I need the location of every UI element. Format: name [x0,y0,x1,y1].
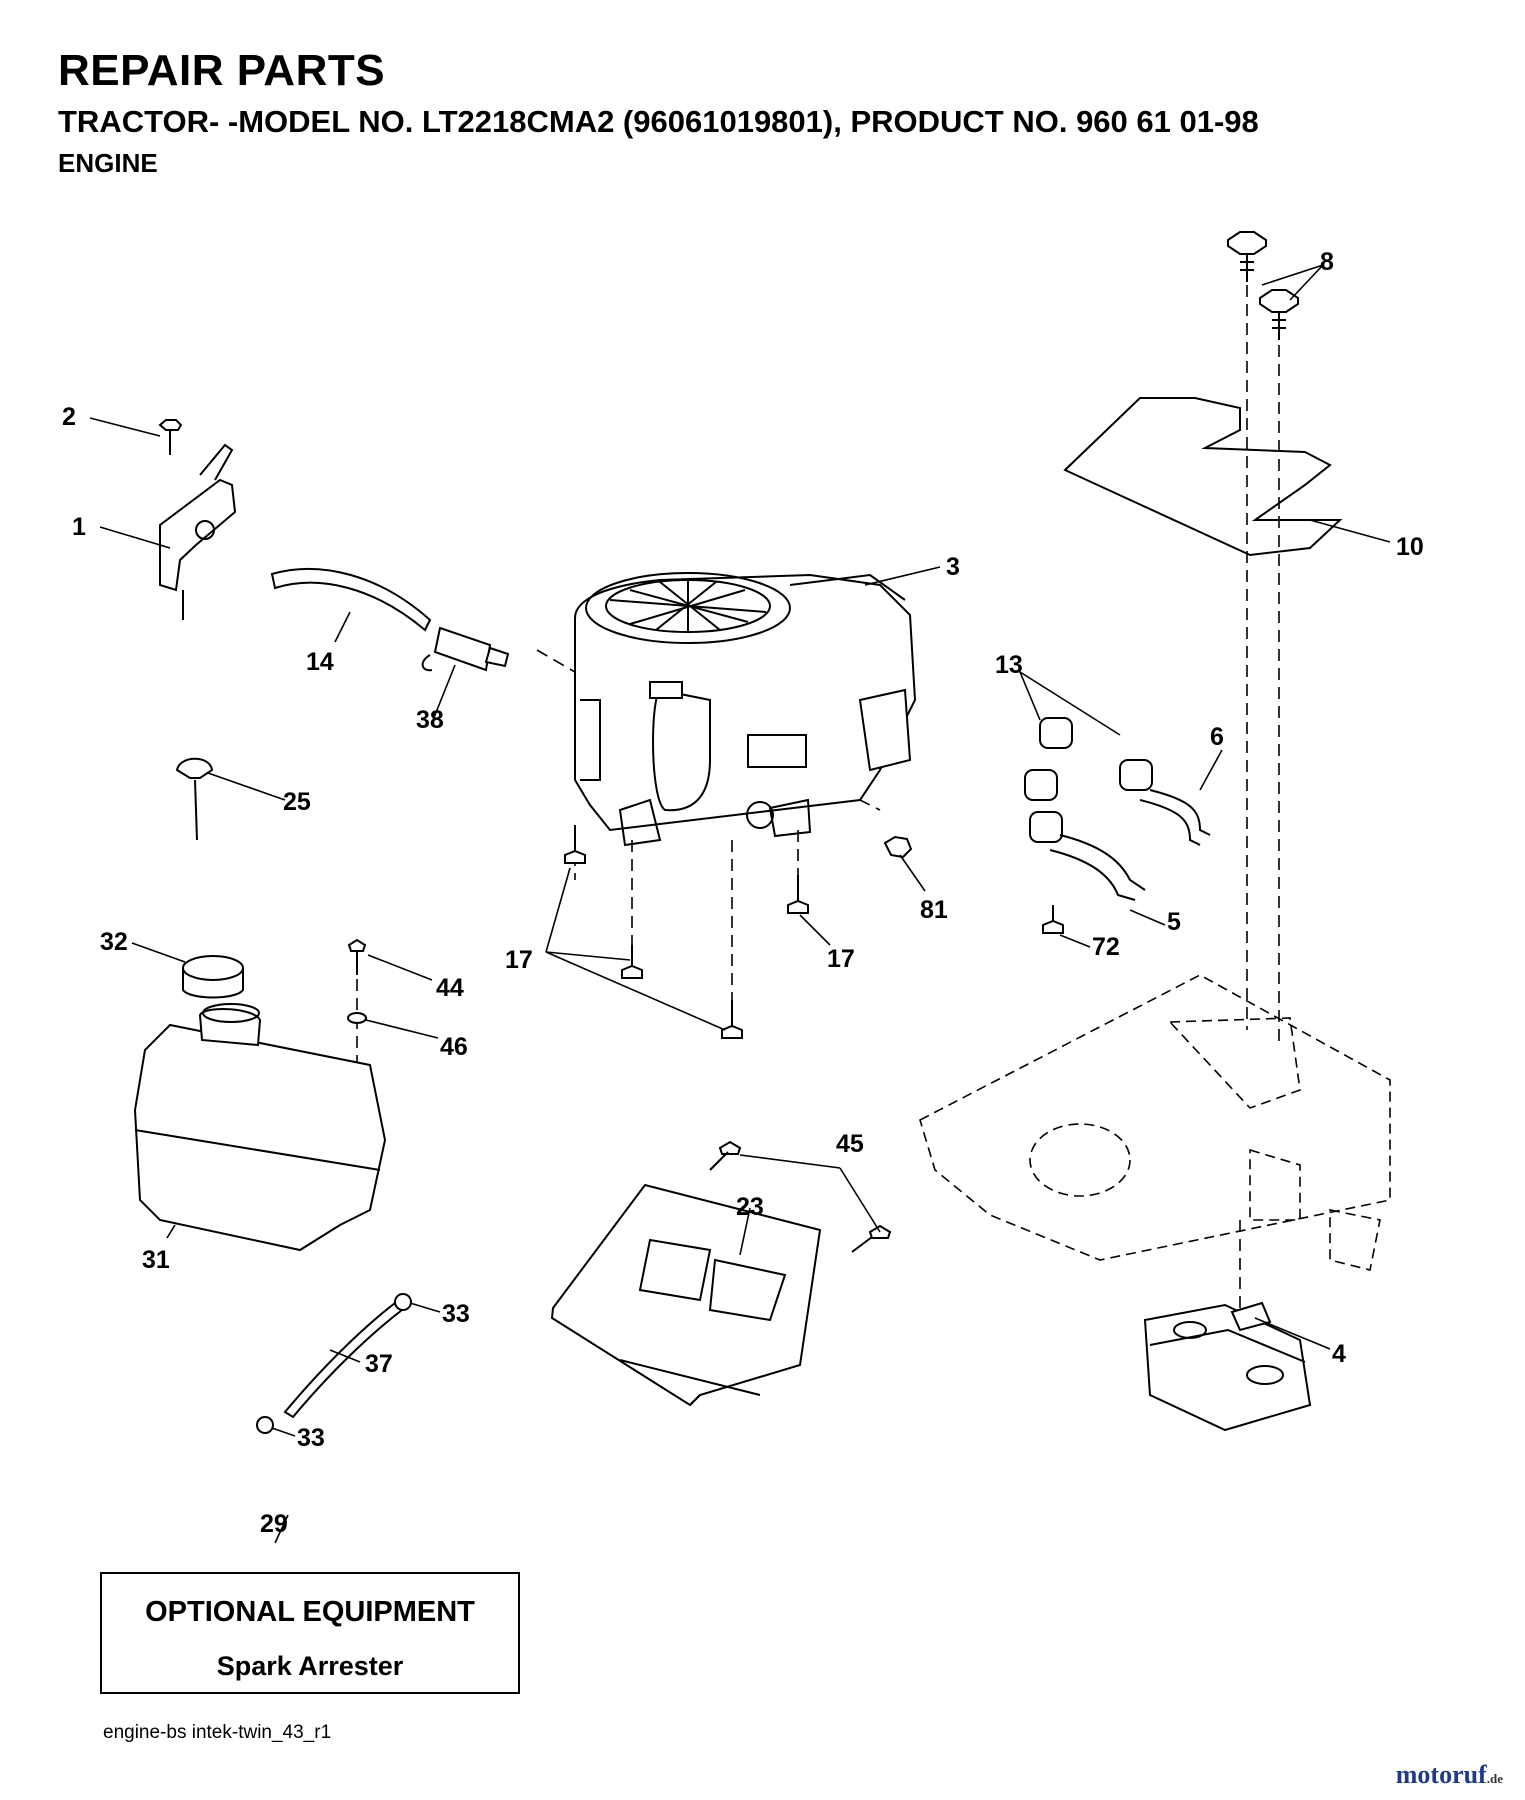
callout-38: 38 [416,706,444,734]
callout-1: 1 [72,513,86,541]
dipstick-25 [175,757,214,841]
optional-equipment-title: OPTIONAL EQUIPMENT [145,1596,475,1628]
page-title: REPAIR PARTS [58,46,386,95]
screw-44 [347,938,367,975]
callout-8: 8 [1320,248,1334,276]
watermark-suffix: .de [1486,1771,1503,1786]
diagram-code: engine-bs intek-twin_43_r1 [103,1722,332,1743]
washer-46 [347,1012,367,1024]
callout-5: 5 [1167,908,1181,936]
engine-3 [574,572,917,847]
callout-33a: 33 [442,1300,470,1328]
guard-23 [550,1183,822,1407]
heat-shield-plate [1063,397,1343,557]
callout-10: 10 [1396,533,1424,561]
callout-32: 32 [100,928,128,956]
fuel-hose-14 [270,568,432,632]
callout-81: 81 [920,896,948,924]
callout-6: 6 [1210,723,1224,751]
fuel-filter-38 [421,626,510,672]
fuel-line-37 [283,1301,404,1419]
callout-25: 25 [283,788,311,816]
fuel-tank-31 [133,1003,387,1252]
watermark-brand: motoruf [1395,1760,1487,1789]
callout-45: 45 [836,1130,864,1158]
bolt-72 [1042,905,1064,934]
clamp-33a [394,1293,412,1311]
frame [919,974,1391,1271]
callout-2: 2 [62,403,76,431]
exhaust-pipes [1024,717,1211,901]
callout-17b: 17 [827,945,855,973]
callout-17a: 17 [505,946,533,974]
callout-13: 13 [995,651,1023,679]
muffler-4 [1143,1301,1312,1432]
callout-4: 4 [1332,1340,1346,1368]
callout-31: 31 [142,1246,170,1274]
fuel-cap-32 [182,955,244,999]
callout-72: 72 [1092,933,1120,961]
watermark-logo: motoruf.de [1396,1760,1503,1790]
bolts-17 [564,825,809,1039]
optional-equipment-box: OPTIONAL EQUIPMENT Spark Arrester [100,1572,520,1694]
callout-37: 37 [365,1350,393,1378]
screw-8b [1259,289,1299,340]
nut-81 [883,835,913,859]
callout-3: 3 [946,553,960,581]
model-line: TRACTOR- -MODEL NO. LT2218CMA2 (96061019… [58,104,1259,139]
screw-8a [1227,231,1267,282]
callout-14: 14 [306,648,334,676]
clamp-33b [256,1416,274,1434]
screw-2 [158,419,183,455]
throttle-control-1 [159,443,237,620]
callout-46: 46 [440,1033,468,1061]
callout-33b: 33 [297,1424,325,1452]
callout-23: 23 [736,1193,764,1221]
callout-44: 44 [436,974,464,1002]
optional-equipment-item: Spark Arrester [216,1651,404,1681]
section-title: ENGINE [58,148,158,178]
callout-29: 29 [260,1510,288,1538]
